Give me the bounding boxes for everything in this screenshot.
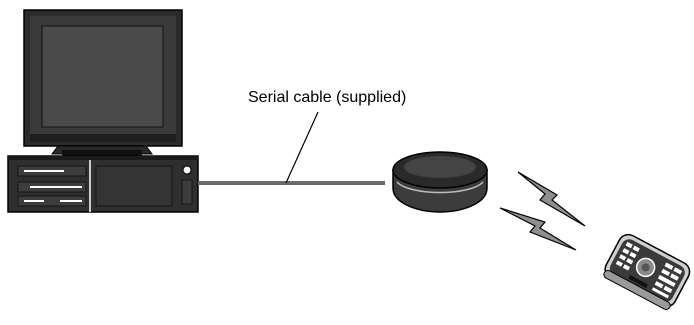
drive-bay xyxy=(17,195,87,207)
infrared-signal-icon xyxy=(517,171,586,227)
system-unit xyxy=(7,155,199,213)
remote-control-icon xyxy=(603,233,691,310)
desktop-computer-icon xyxy=(7,9,199,213)
monitor-screen xyxy=(41,25,164,128)
drive-bay xyxy=(17,181,87,193)
cable-label: Serial cable (supplied) xyxy=(248,89,406,106)
infrared-receiver-icon xyxy=(392,151,488,213)
remote-buttons xyxy=(651,262,683,299)
remote-buttons xyxy=(615,241,640,271)
monitor-stand xyxy=(51,145,153,156)
power-button-icon xyxy=(182,165,192,175)
monitor xyxy=(23,9,183,147)
cable-callout-leader xyxy=(285,111,319,184)
infrared-signal-icon xyxy=(499,207,577,251)
drive-bay xyxy=(17,165,87,177)
